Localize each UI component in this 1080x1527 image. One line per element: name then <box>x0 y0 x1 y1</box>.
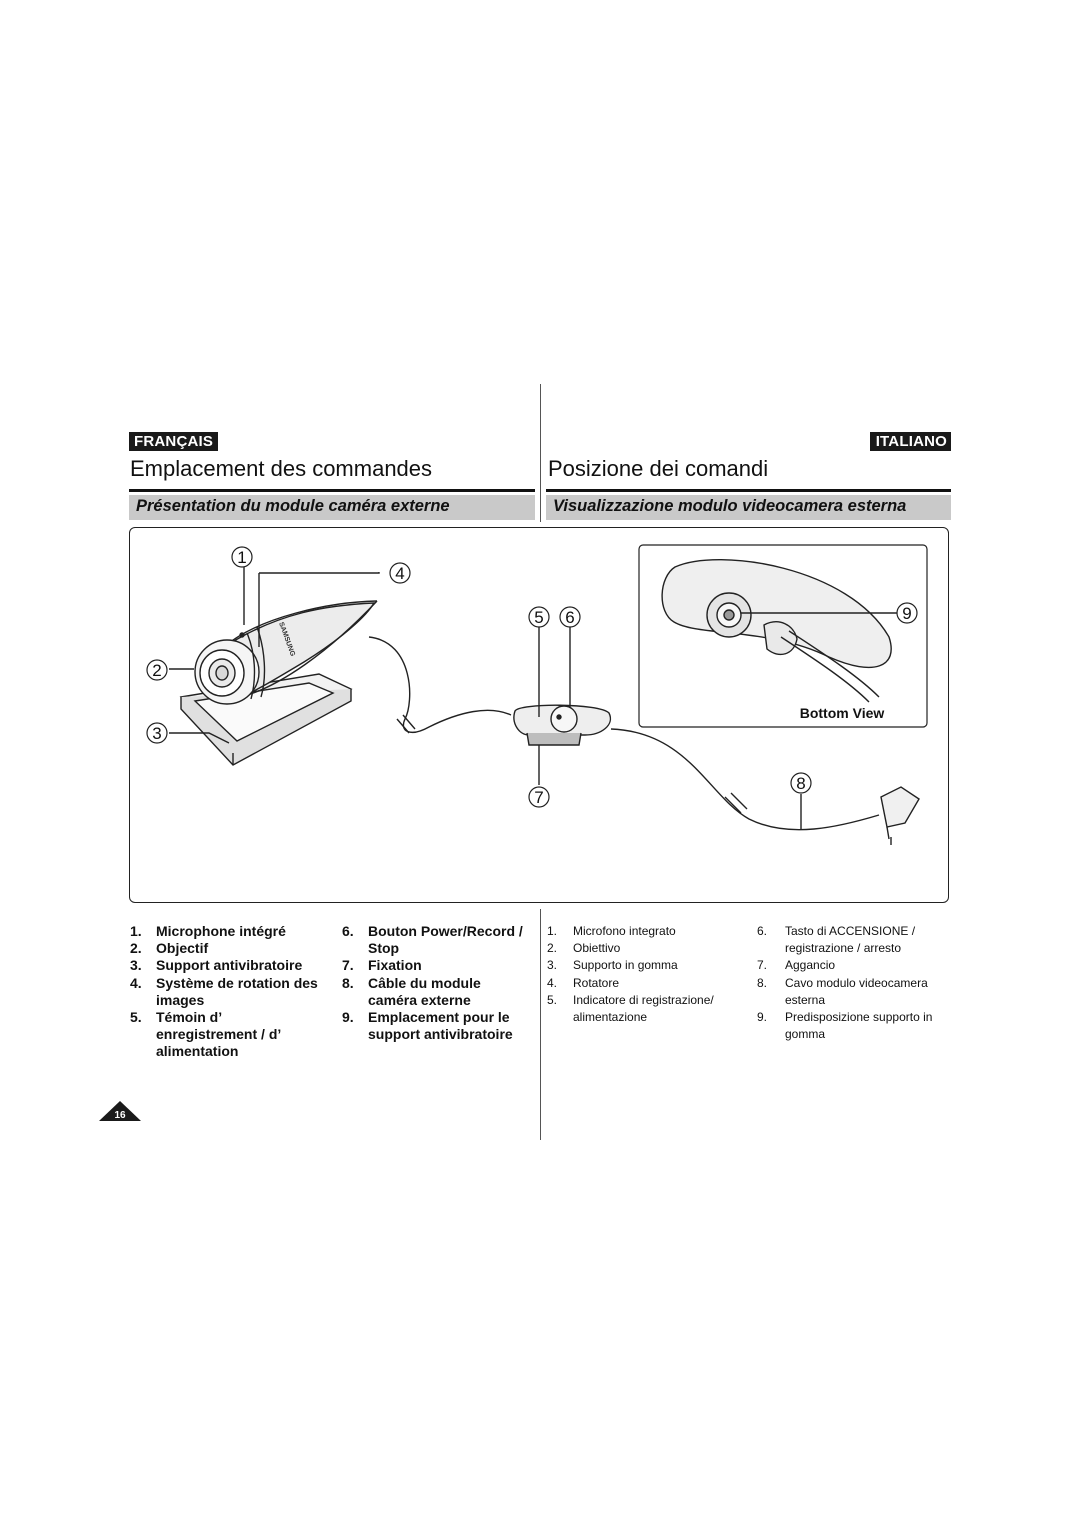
list-item: 1.Microfono integrato <box>547 924 676 938</box>
svg-text:1: 1 <box>237 548 246 567</box>
list-item: 3.Support antivibratoire <box>130 957 303 974</box>
list-item: 6.Tasto di ACCENSIONE / registrazione / … <box>757 924 916 956</box>
language-badge-it: ITALIANO <box>869 432 951 451</box>
center-divider-bottom <box>540 909 541 1140</box>
page-title-it: Posizione dei comandi <box>548 456 769 481</box>
list-item: 4.Rotatore <box>547 975 620 990</box>
callout-5: 5 <box>528 606 550 628</box>
inset-caption: Bottom View <box>800 705 885 721</box>
svg-text:3: 3 <box>152 724 161 743</box>
svg-text:8: 8 <box>796 774 805 793</box>
list-item: 1.Microphone intégré <box>130 923 286 939</box>
list-item: 2.Objectif <box>130 940 209 957</box>
bottom-view-inset <box>638 544 928 728</box>
page-title-fr: Emplacement des commandes <box>130 456 433 481</box>
legend-list-fr-2: 6.Bouton Power/Record / Stop 7.Fixation … <box>342 923 532 1043</box>
svg-text:9: 9 <box>902 604 911 623</box>
callout-2: 2 <box>146 659 168 681</box>
callout-6: 6 <box>559 606 581 628</box>
list-item: 6.Bouton Power/Record / Stop <box>342 923 523 957</box>
subtitle-bar-it <box>546 495 951 520</box>
callout-1: 1 <box>231 546 253 568</box>
subtitle-it: Visualizzazione modulo videocamera ester… <box>553 497 907 515</box>
camera-module-illustration: SAMSUNG <box>169 544 928 845</box>
list-item: 2.Obiettivo <box>547 941 621 956</box>
list-item: 9.Emplacement pour le support antivibrat… <box>342 1009 513 1043</box>
list-item: 8.Câble du module caméra externe <box>342 974 481 1008</box>
leader-lines <box>169 565 802 829</box>
callout-9: 9 <box>896 602 918 624</box>
subtitle-fr: Présentation du module caméra externe <box>136 497 450 515</box>
page-number: 16 <box>114 1110 126 1121</box>
callout-7: 7 <box>528 786 550 808</box>
svg-text:2: 2 <box>152 661 161 680</box>
list-item: 8.Cavo modulo videocamera esterna <box>757 975 928 1007</box>
list-item: 7.Aggancio <box>757 958 836 973</box>
legend-list-it-2: 6.Tasto di ACCENSIONE / registrazione / … <box>757 923 953 1043</box>
list-item: 3.Supporto in gomma <box>547 958 678 973</box>
page-number-badge: 16 <box>99 1101 141 1121</box>
figure-frame <box>129 527 949 903</box>
legend-list-it-1: 1.Microfono integrato 2.Obiettivo 3.Supp… <box>547 923 747 1026</box>
center-divider-top <box>540 384 541 522</box>
svg-text:5: 5 <box>534 608 543 627</box>
list-item: 9.Predisposizione supporto in gomma <box>757 1010 933 1042</box>
callout-3: 3 <box>146 722 168 744</box>
subtitle-bar-fr <box>129 495 535 520</box>
list-item: 5.Témoin d’ enregistrement / d’ alimenta… <box>130 1009 281 1060</box>
list-item: 5.Indicatore di registrazione/ alimentaz… <box>547 992 714 1025</box>
plug <box>880 786 920 845</box>
list-item: 4.Système de rotation des images <box>130 974 318 1008</box>
svg-text:7: 7 <box>534 788 543 807</box>
list-item: 7.Fixation <box>342 957 422 974</box>
callout-4: 4 <box>389 562 411 584</box>
language-badge-fr: FRANÇAIS <box>129 432 219 451</box>
title-rule-fr <box>129 489 535 492</box>
camera-body: SAMSUNG <box>194 600 378 705</box>
inline-switch <box>513 704 612 746</box>
title-rule-it <box>546 489 951 492</box>
svg-text:6: 6 <box>565 608 574 627</box>
callout-8: 8 <box>790 772 812 794</box>
svg-text:4: 4 <box>395 564 404 583</box>
legend-list-fr-1: 1.Microphone intégré 2.Objectif 3.Suppor… <box>130 923 320 1061</box>
